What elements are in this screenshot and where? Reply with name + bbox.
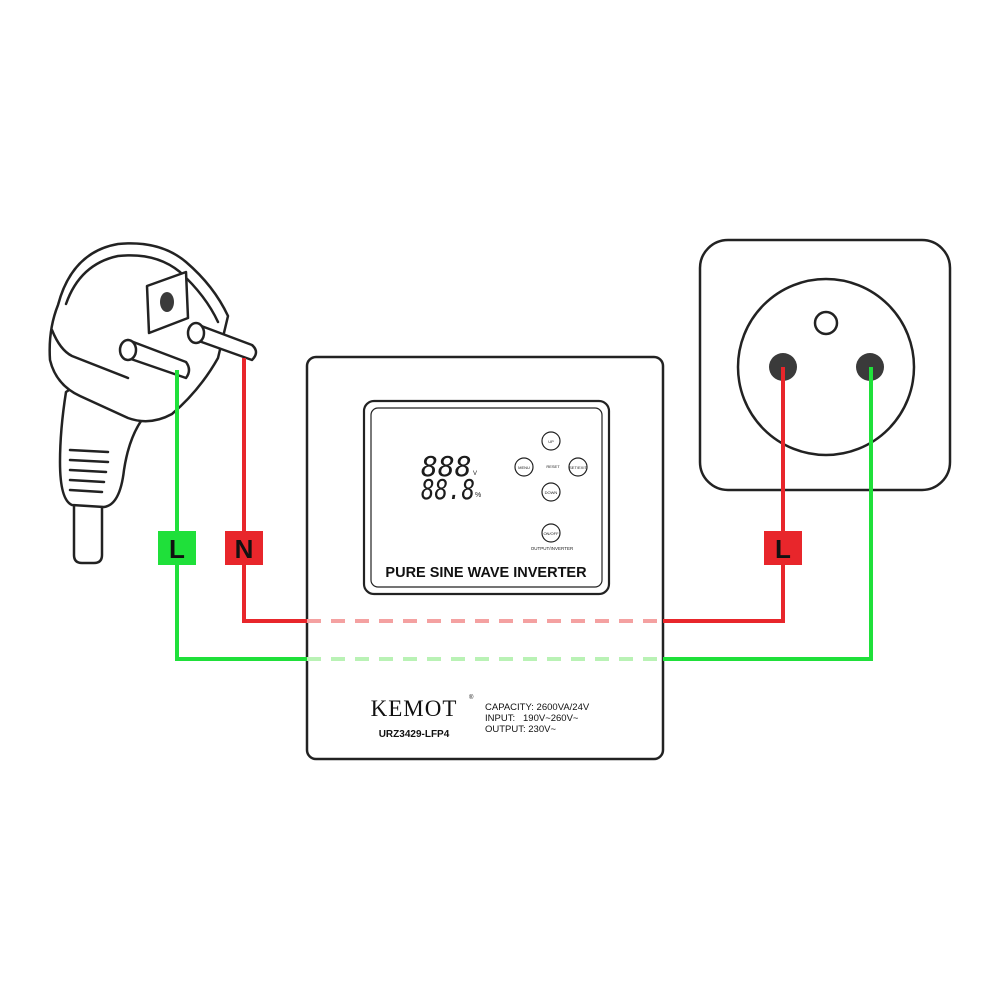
- brand-logo: KEMOT: [371, 696, 458, 721]
- neutral-wire-socket: [663, 367, 785, 623]
- neutral-wire-plug: [242, 358, 307, 623]
- menu-button[interactable]: [514, 457, 534, 477]
- up-button-label: UP: [548, 439, 554, 444]
- plug-cable: [72, 498, 104, 565]
- plug-icon: [48, 242, 258, 565]
- plug-neutral-tag: [225, 531, 263, 565]
- spec-input: INPUT: 190V~260V~: [485, 713, 579, 724]
- up-button[interactable]: [541, 431, 561, 451]
- menu-button-label: MENU: [518, 465, 530, 470]
- set-exit-button[interactable]: [568, 457, 588, 477]
- plug-live-label: L: [169, 534, 185, 564]
- plug-earth-hole: [160, 292, 174, 312]
- onoff-button-label: ON/OFF: [543, 531, 559, 536]
- reset-label: RESET: [546, 464, 560, 469]
- model-number: URZ3429-LFP4: [379, 729, 450, 740]
- lcd-percent-unit: %: [475, 492, 481, 499]
- lcd-voltage-unit: V: [473, 471, 477, 477]
- down-button[interactable]: [541, 482, 561, 502]
- spec-output: OUTPUT: 230V~: [485, 724, 556, 735]
- lcd-voltage: 888: [421, 450, 472, 483]
- socket-icon: [698, 238, 952, 492]
- set-exit-button-label: SET/EXIT: [569, 465, 587, 470]
- display-panel-inner: [370, 407, 603, 588]
- live-wire-socket: [663, 367, 873, 661]
- spec-capacity: CAPACITY: 2600VA/24V: [485, 702, 590, 713]
- display-title: PURE SINE WAVE INVERTER: [385, 565, 587, 581]
- onoff-button[interactable]: [541, 523, 561, 543]
- down-button-label: DOWN: [545, 490, 558, 495]
- socket-face: [736, 277, 916, 457]
- socket-live-label: L: [775, 534, 791, 564]
- socket-live-tag: [764, 531, 802, 565]
- trademark-symbol: ®: [469, 694, 474, 701]
- plug-live-tag: [158, 531, 196, 565]
- output-inverter-label: OUTPUT/INVERTER: [531, 546, 574, 551]
- socket-earth-pin: [813, 310, 839, 336]
- lcd-percent: 88.8: [421, 473, 475, 506]
- plug-neutral-label: N: [235, 534, 254, 564]
- live-wire-plug: [175, 370, 307, 661]
